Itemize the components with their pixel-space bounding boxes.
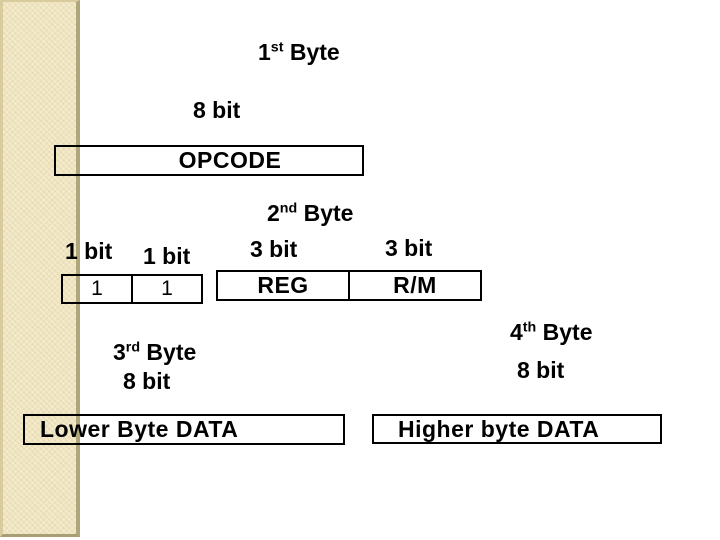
label-3bit-second: 3 bit xyxy=(385,235,433,261)
label-8bit-first: 8 bit xyxy=(193,97,241,123)
flag-bit-cell-1: 1 xyxy=(91,277,103,300)
label-3rd-byte-ordinal: rd xyxy=(125,339,141,356)
label-4th-byte-num: 4 xyxy=(510,319,523,345)
lower-byte-data-label: Lower Byte DATA xyxy=(40,416,239,442)
label-2nd-byte-word: Byte xyxy=(297,200,354,226)
higher-byte-data-label: Higher byte DATA xyxy=(398,415,600,442)
flag-bit-cell-2: 1 xyxy=(131,276,201,302)
label-8bit-fourth: 8 bit xyxy=(517,357,565,383)
opcode-box-label: OPCODE xyxy=(178,147,282,173)
label-3rd-byte-word: Byte xyxy=(140,339,197,365)
flag-bits-box: 1 1 xyxy=(61,274,203,304)
left-accent-stripe xyxy=(0,0,80,537)
lower-byte-data-box: Lower Byte DATA xyxy=(23,414,345,445)
label-8bit-third: 8 bit xyxy=(123,368,171,394)
label-4th-byte-word: Byte xyxy=(536,319,593,345)
opcode-box: OPCODE xyxy=(54,145,364,176)
reg-rm-box: REG R/M xyxy=(216,270,482,301)
label-1bit-second: 1 bit xyxy=(143,243,191,269)
reg-rm-cells: REG R/M xyxy=(218,272,480,299)
label-3rd-byte-num: 3 xyxy=(113,339,126,365)
label-2nd-byte-num: 2 xyxy=(267,200,280,226)
reg-cell: REG xyxy=(257,272,309,298)
label-1st-byte: 1st Byte xyxy=(258,39,340,65)
label-3bit-first: 3 bit xyxy=(250,236,298,262)
flag-bits-cells: 1 1 xyxy=(63,276,201,302)
label-2nd-byte: 2nd Byte xyxy=(267,200,353,226)
higher-byte-data-box: Higher byte DATA xyxy=(372,414,662,444)
label-1st-byte-word: Byte xyxy=(283,39,340,65)
rm-cell: R/M xyxy=(348,272,480,299)
label-1st-byte-num: 1 xyxy=(258,39,271,65)
label-3rd-byte: 3rd Byte xyxy=(113,339,196,365)
label-1bit-first: 1 bit xyxy=(65,238,113,264)
label-2nd-byte-ordinal: nd xyxy=(279,200,298,217)
label-1st-byte-ordinal: st xyxy=(270,39,284,56)
label-4th-byte-ordinal: th xyxy=(522,319,537,336)
label-4th-byte: 4th Byte xyxy=(510,319,593,345)
